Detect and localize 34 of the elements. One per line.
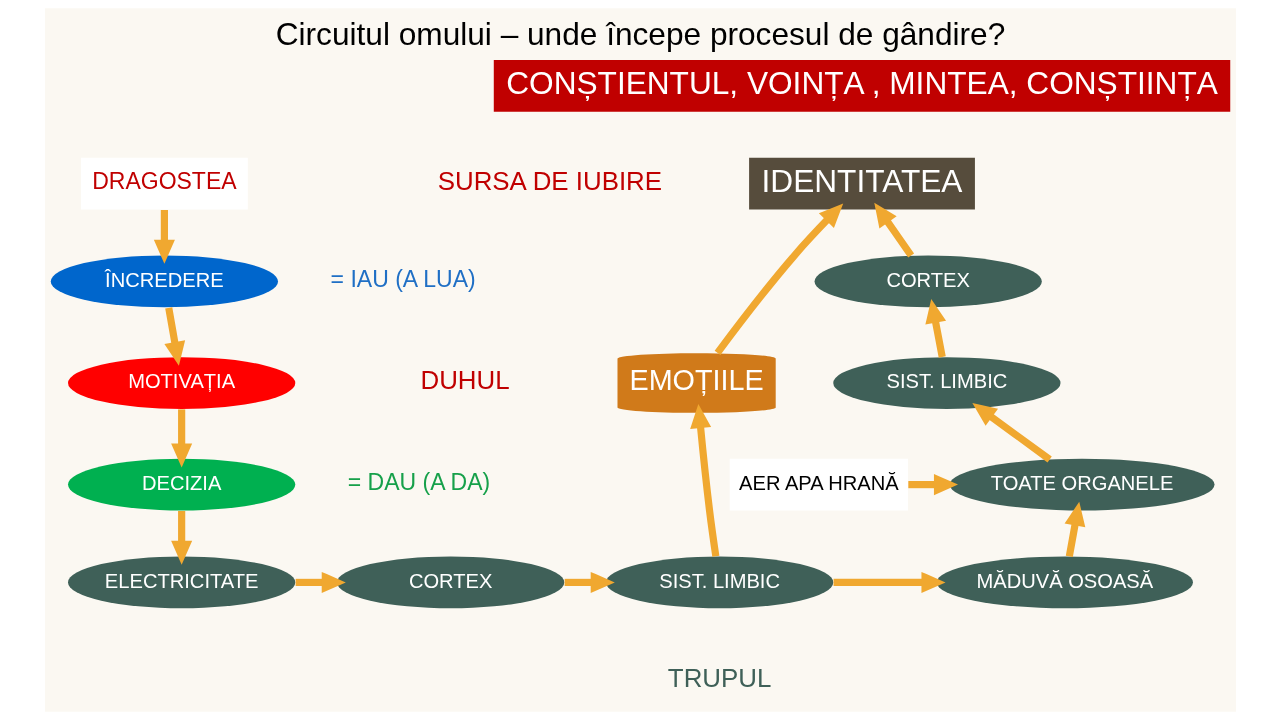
arrow bbox=[873, 202, 914, 258]
arrow bbox=[833, 571, 945, 593]
node-ellipse: TOATE ORGANELE bbox=[949, 458, 1215, 511]
node-label: = IAU (A LUA) bbox=[330, 265, 476, 292]
node-ellipse: CORTEX bbox=[814, 255, 1042, 308]
node-ellipse: DECIZIA bbox=[67, 458, 295, 511]
arrow bbox=[714, 203, 843, 355]
node-ellipse: SIST. LIMBIC bbox=[605, 556, 833, 609]
node-box: CONȘTIENTUL, VOINȚA , MINTEA, CONȘTIINȚA bbox=[493, 59, 1230, 112]
node-box: AER APA HRANĂ bbox=[729, 458, 908, 511]
arrow bbox=[163, 307, 185, 366]
arrow bbox=[907, 474, 958, 496]
diagram-title: Circuitul omului – unde începe procesul de gândire? bbox=[275, 15, 1005, 52]
node-ellipse: MOTIVAȚIA bbox=[67, 357, 295, 409]
node-ellipse: ELECTRICITATE bbox=[67, 556, 295, 609]
label: SURSA DE IUBIRE bbox=[437, 166, 662, 195]
node-ellipse: SIST. LIMBIC bbox=[832, 357, 1060, 409]
node-ellipse: ÎNCREDERE bbox=[50, 255, 278, 308]
arrow bbox=[689, 404, 719, 557]
arrow bbox=[295, 571, 346, 593]
node-ellipse: MĂDUVĂ OSOASĂ bbox=[936, 556, 1193, 609]
arrow bbox=[971, 403, 1052, 463]
node-box: DRAGOSTEA bbox=[80, 157, 248, 210]
node-ellipse: CORTEX bbox=[336, 556, 564, 609]
arrow bbox=[170, 409, 192, 468]
node-box: IDENTITATEA bbox=[748, 157, 975, 210]
arrow bbox=[153, 210, 175, 264]
node-label: = DAU (A DA) bbox=[347, 469, 490, 496]
arrow bbox=[564, 571, 615, 593]
label: TRUPUL bbox=[667, 663, 771, 692]
arrow bbox=[1064, 501, 1085, 557]
label: DUHUL bbox=[419, 366, 510, 395]
arrow bbox=[170, 511, 192, 565]
arrow bbox=[924, 298, 946, 358]
